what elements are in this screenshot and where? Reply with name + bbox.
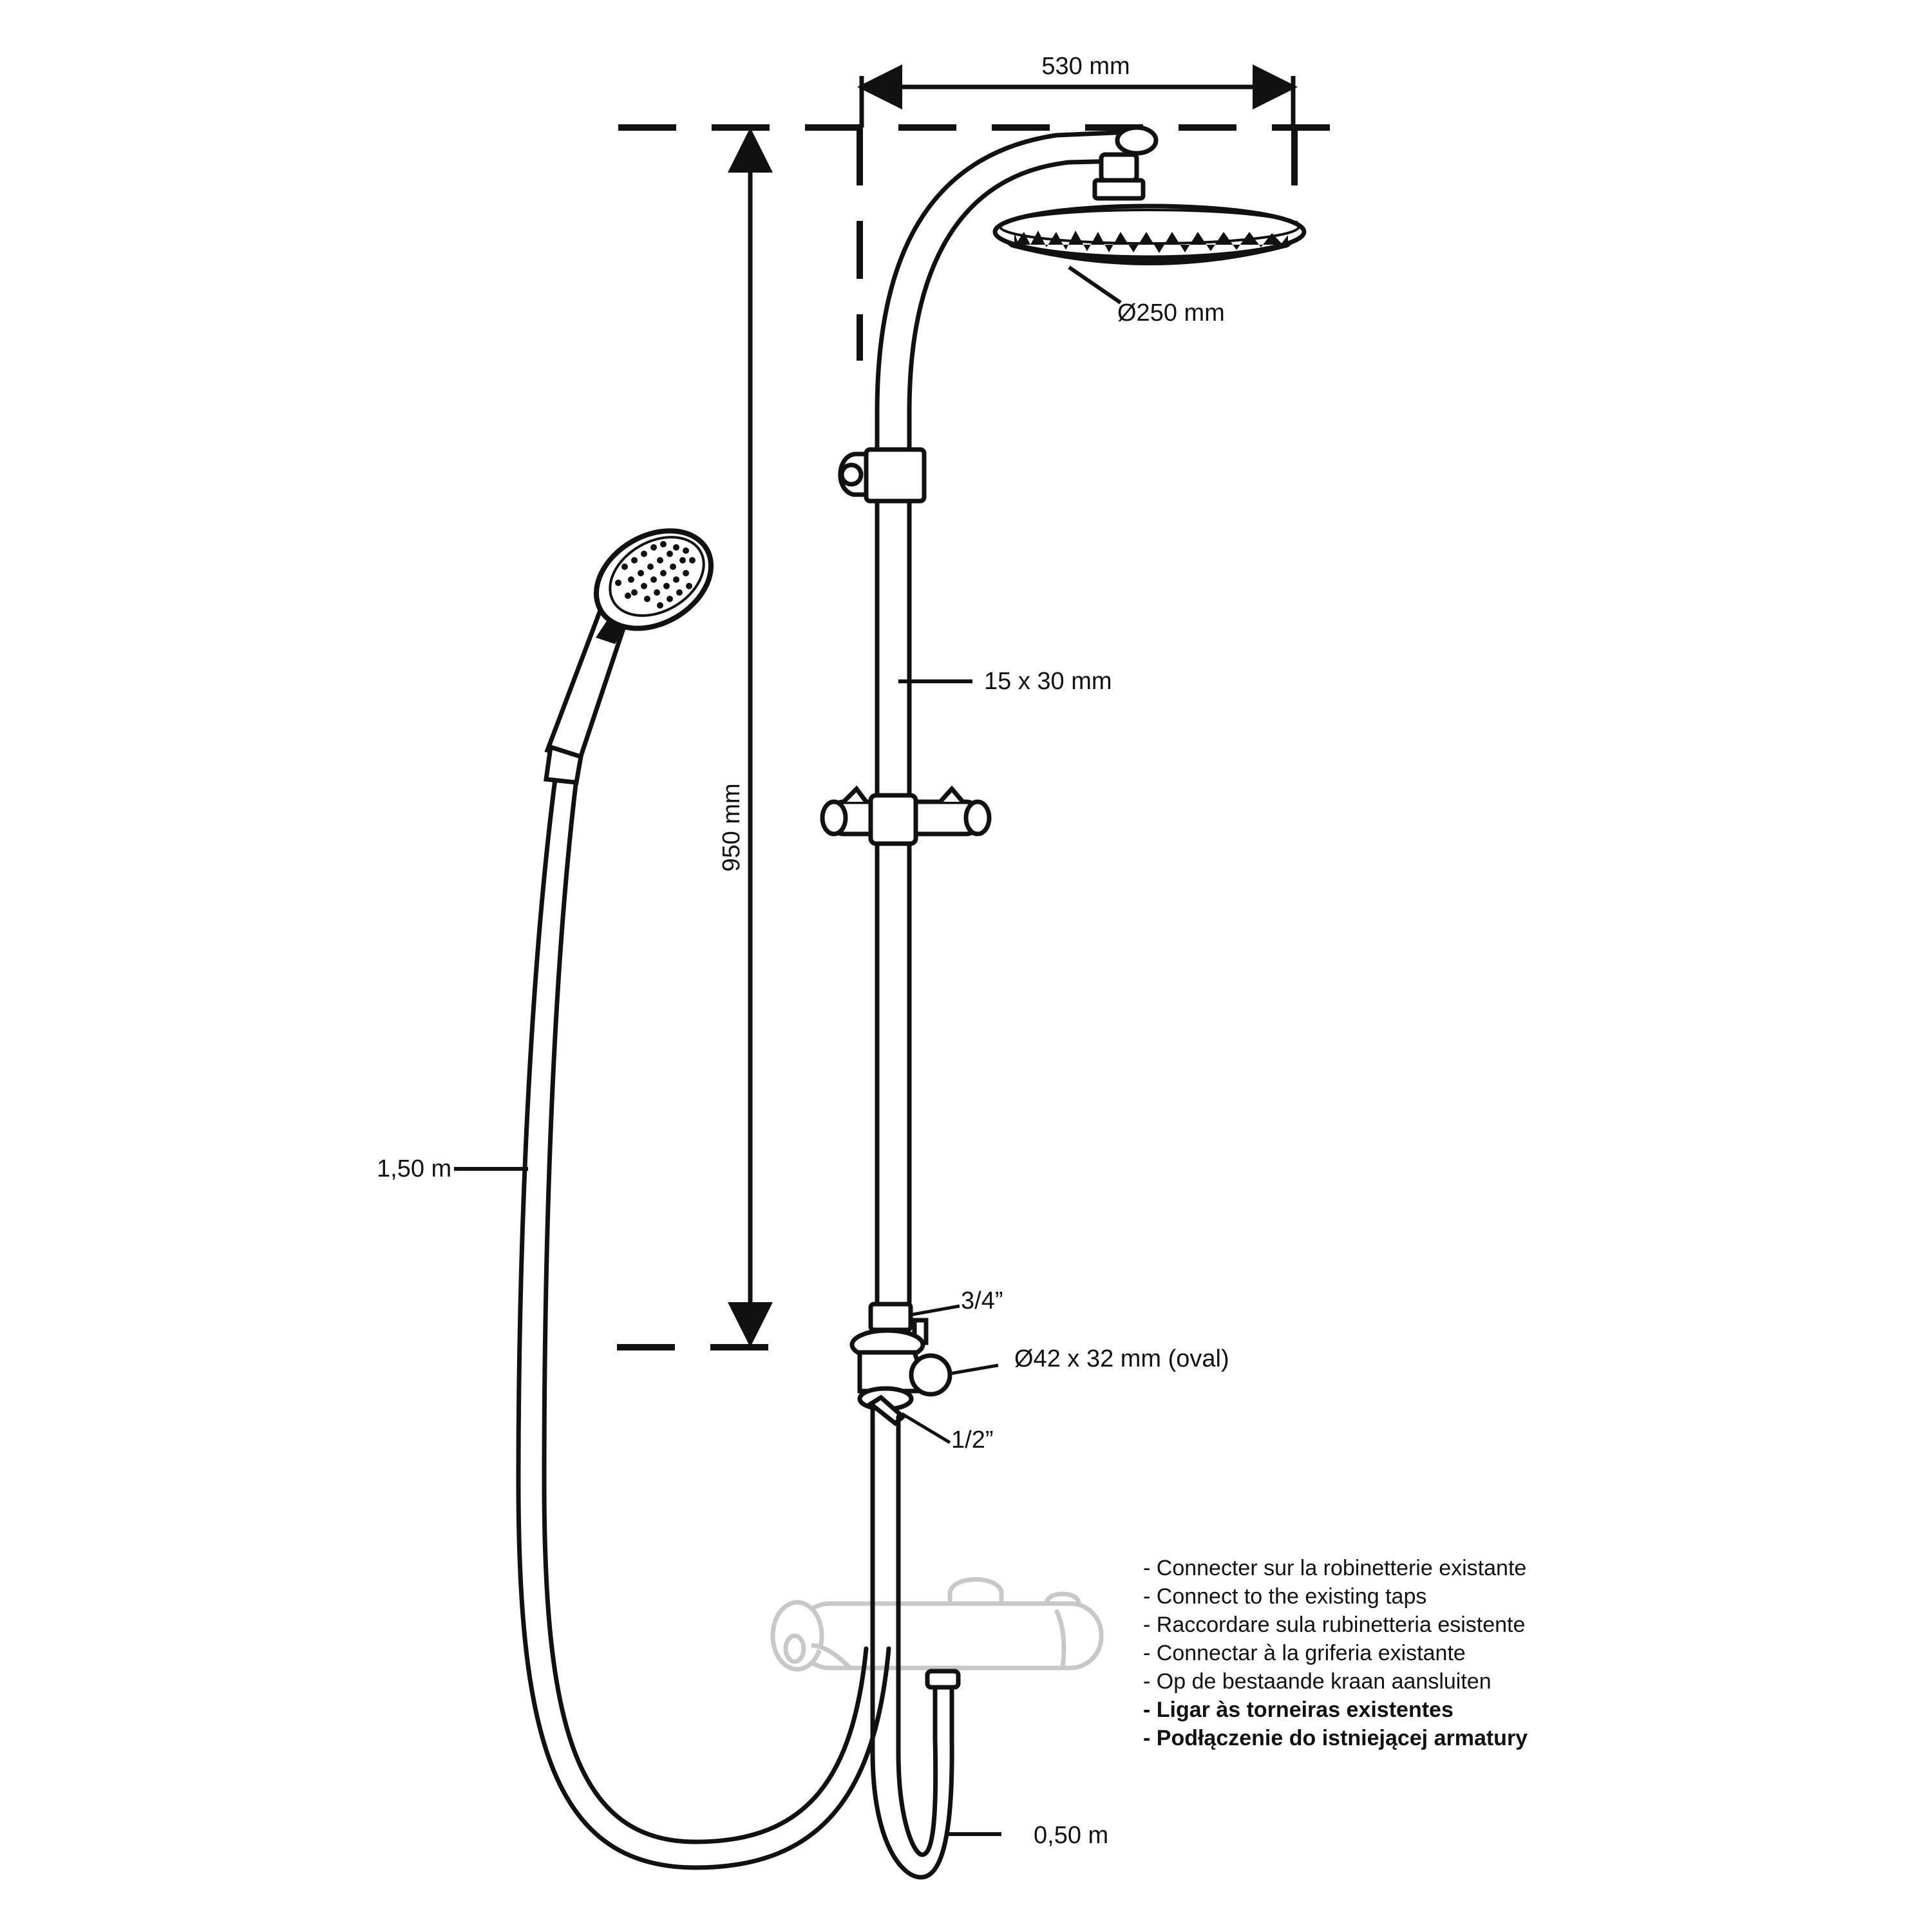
head-diameter-callout: Ø250 mm	[1068, 265, 1225, 327]
height-dimension: 950 mm	[718, 128, 773, 1347]
long-hose	[516, 777, 891, 1870]
hand-shower-nozzles	[615, 541, 696, 609]
note-nl: - Op de bestaande kraan aansluiten	[1143, 1669, 1492, 1694]
short-hose	[870, 1401, 961, 1880]
rail-section-label: 15 x 30 mm	[984, 668, 1112, 695]
existing-tap	[770, 1577, 1104, 1672]
rain-head-nozzles	[1014, 231, 1288, 253]
slider-holder	[820, 785, 992, 846]
long-hose-label: 1,50 m	[377, 1155, 451, 1182]
short-hose-label: 0,50 m	[1034, 1822, 1108, 1849]
note-pl: - Podłączenie do istniejącej armatury	[1143, 1726, 1528, 1750]
arm-knuckle	[1092, 125, 1159, 201]
rail-section-callout: 15 x 30 mm	[898, 668, 1112, 695]
diverter	[849, 1302, 952, 1426]
short-hose-callout: 0,50 m	[947, 1822, 1108, 1849]
dashed-reference-lines	[617, 124, 1336, 1350]
note-es: - Connectar à la griferia existante	[1143, 1641, 1466, 1665]
diverter-body-callout: Ø42 x 32 mm (oval)	[949, 1345, 1229, 1376]
rain-shower-head	[992, 204, 1307, 265]
height-dimension-label: 950 mm	[718, 783, 745, 871]
riser-rail	[875, 129, 1133, 1310]
note-en: - Connect to the existing taps	[1143, 1584, 1426, 1609]
outlet-thread-callout: 1/2”	[900, 1412, 993, 1454]
note-pt: - Ligar às torneiras existentes	[1143, 1698, 1454, 1722]
upper-bracket	[838, 447, 927, 504]
note-it: - Raccordare sula rubinetteria esistente	[1143, 1613, 1525, 1637]
hand-shower	[544, 528, 714, 785]
inlet-thread-callout: 3/4”	[909, 1287, 1003, 1317]
width-dimension-label: 530 mm	[1041, 53, 1130, 80]
inlet-thread-label: 3/4”	[961, 1287, 1003, 1314]
width-dimension: 530 mm	[857, 53, 1298, 128]
connection-notes: - Connecter sur la robinetterie existant…	[1143, 1556, 1528, 1750]
diverter-body-label: Ø42 x 32 mm (oval)	[1014, 1345, 1229, 1372]
note-fr: - Connecter sur la robinetterie existant…	[1143, 1556, 1526, 1580]
outlet-thread-label: 1/2”	[951, 1426, 993, 1454]
long-hose-callout: 1,50 m	[377, 1155, 528, 1182]
head-diameter-label: Ø250 mm	[1117, 299, 1225, 327]
